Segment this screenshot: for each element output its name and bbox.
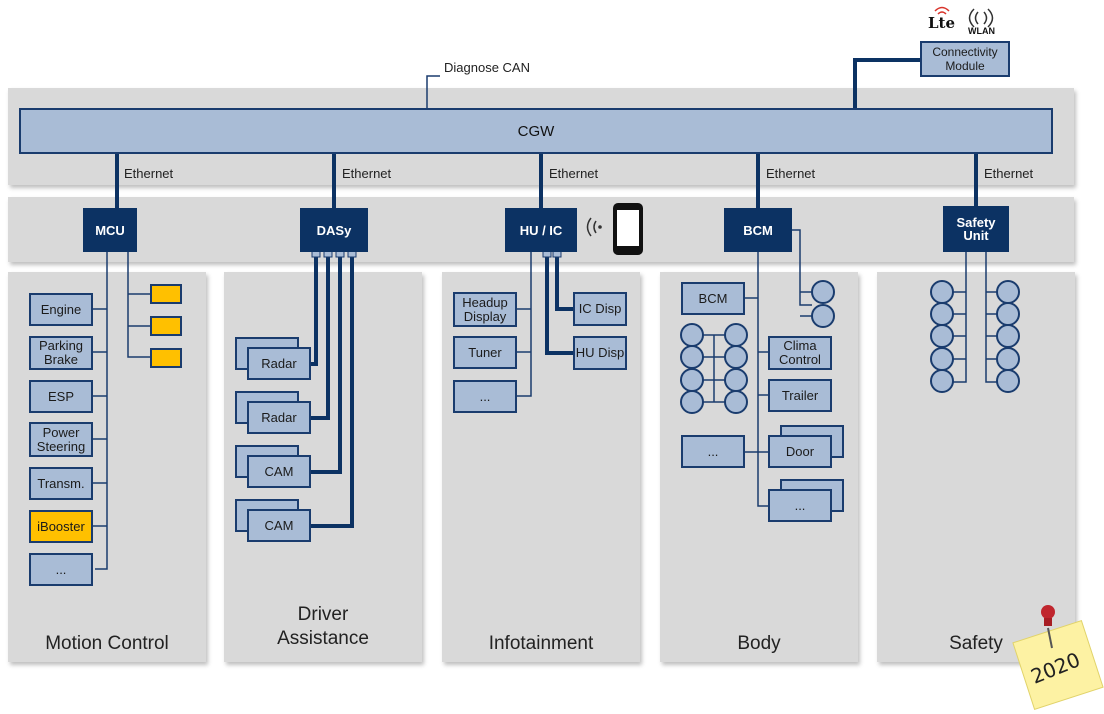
wlan-icon	[968, 8, 994, 28]
motion-more-ecu: ...	[29, 553, 93, 586]
cgw-gateway: CGW	[19, 108, 1053, 154]
door-ecu: Door	[768, 435, 832, 468]
lte-signal-icon	[934, 6, 950, 15]
clima-control-ecu: Clima Control	[768, 336, 832, 370]
esp-ecu: ESP	[29, 380, 93, 413]
huic-controller: HU / IC	[505, 208, 577, 252]
ethernet-label-mcu: Ethernet	[124, 166, 174, 181]
body-more-ecu: ...	[768, 489, 832, 522]
ethernet-label-bcm: Ethernet	[766, 166, 816, 181]
body-node-circle	[811, 280, 835, 304]
power-steering-ecu: Power Steering	[29, 422, 93, 457]
headup-display-ecu: Headup Display	[453, 292, 517, 327]
wlan-label: WLAN	[968, 26, 995, 36]
ic-display: IC Disp	[573, 292, 627, 326]
smartphone-icon	[613, 203, 643, 255]
body-more-left-ecu: ...	[681, 435, 745, 468]
motion-control-label: Motion Control	[45, 633, 169, 654]
pushpin-icon	[1041, 605, 1055, 649]
tuner-ecu: Tuner	[453, 336, 517, 369]
ibooster-ecu: iBooster	[29, 510, 93, 543]
radar-sensor-2: Radar	[247, 401, 311, 434]
connectivity-module: Connectivity Module	[920, 41, 1010, 77]
cam-sensor-2: CAM	[247, 509, 311, 542]
wireless-icon	[586, 217, 597, 237]
sticky-note	[1012, 619, 1104, 711]
mcu-controller: MCU	[83, 208, 137, 252]
safety-label: Safety	[949, 633, 1003, 654]
dasy-controller: DASy	[300, 208, 368, 252]
motion-yellow-ecu-3	[150, 348, 182, 368]
infotainment-label: Infotainment	[488, 633, 594, 654]
engine-ecu: Engine	[29, 293, 93, 326]
cam-sensor-1: CAM	[247, 455, 311, 488]
trailer-ecu: Trailer	[768, 379, 832, 412]
diagnose-can-label: Diagnose CAN	[444, 60, 530, 75]
ethernet-label-safety: Ethernet	[984, 166, 1034, 181]
motion-yellow-ecu-2	[150, 316, 182, 336]
body-node-circle	[811, 304, 835, 328]
radar-sensor-1: Radar	[247, 347, 311, 380]
driver-assistance-label: Driver Assistance	[277, 604, 369, 649]
safety-panel	[877, 272, 1075, 662]
transmission-ecu: Transm.	[29, 467, 93, 500]
hu-display: HU Disp	[573, 336, 627, 370]
parking-brake-ecu: Parking Brake	[29, 336, 93, 370]
bcm-controller: BCM	[724, 208, 792, 252]
infotainment-more-ecu: ...	[453, 380, 517, 413]
motion-yellow-ecu-1	[150, 284, 182, 304]
body-bcm-ecu: BCM	[681, 282, 745, 315]
ethernet-label-huic: Ethernet	[549, 166, 599, 181]
safety-unit-controller: Safety Unit	[943, 206, 1009, 252]
ethernet-label-dasy: Ethernet	[342, 166, 392, 181]
lte-logo: Lte	[928, 14, 956, 32]
body-label: Body	[737, 633, 781, 654]
